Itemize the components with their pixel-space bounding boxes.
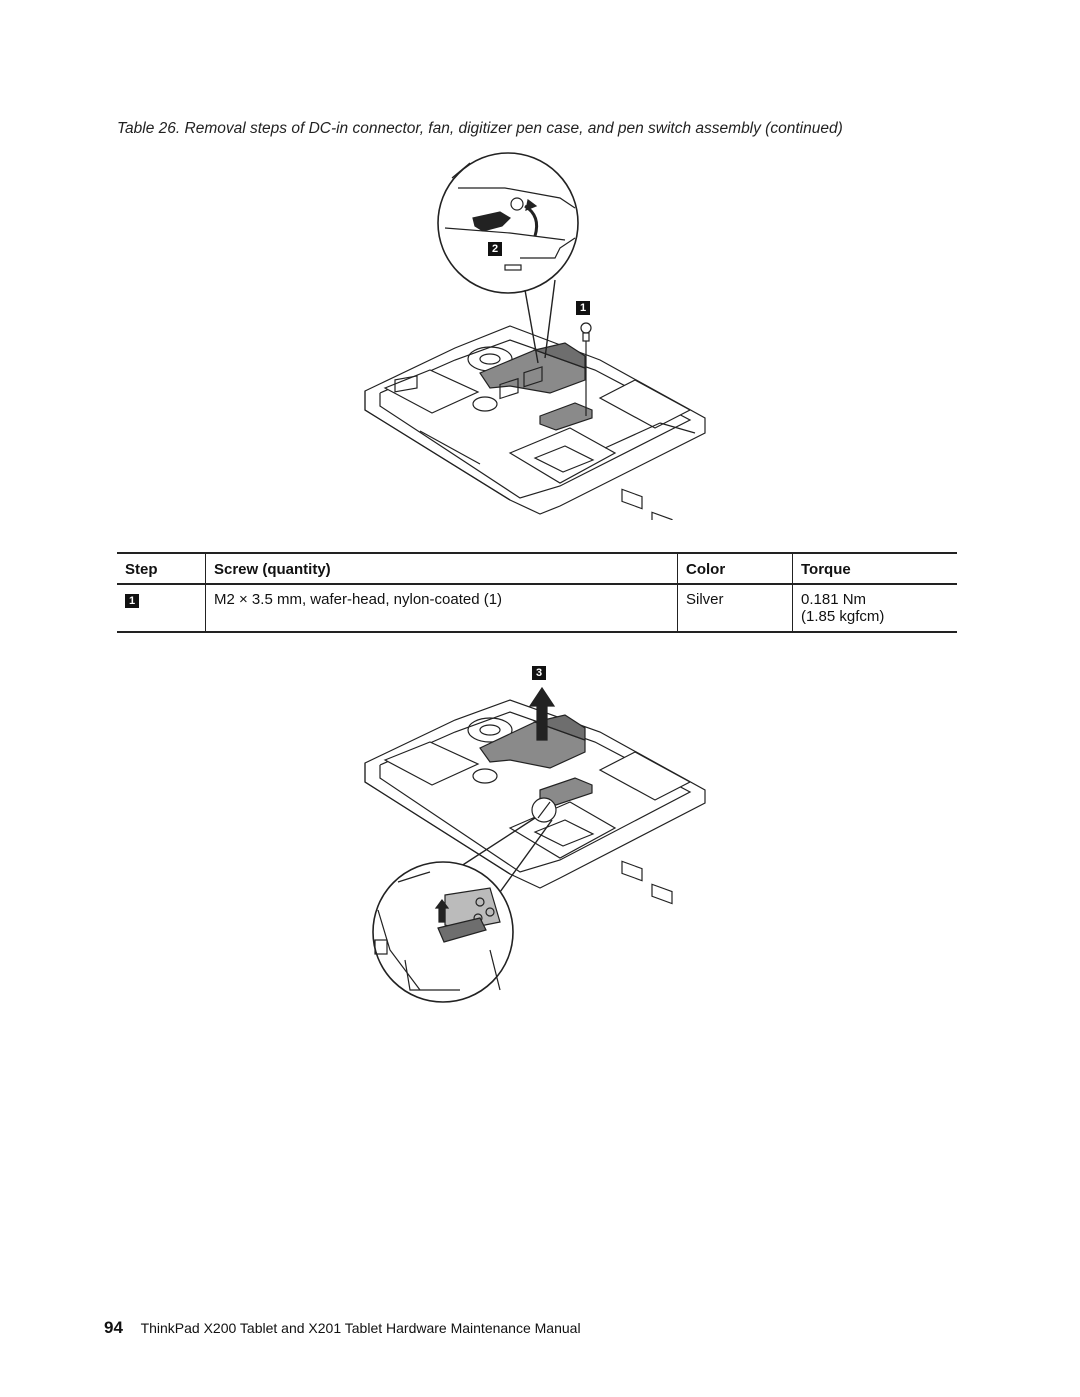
- base-cover-drawing-1: [364, 152, 706, 533]
- fan-screw-removal-illustration: 2 1: [360, 148, 720, 533]
- table-row: 1 M2 × 3.5 mm, wafer-head, nylon-coated …: [117, 584, 957, 633]
- manual-title: ThinkPad X200 Tablet and X201 Tablet Har…: [140, 1320, 581, 1336]
- screw-table: Step Screw (quantity) Color Torque 1 M2 …: [117, 552, 957, 633]
- table-caption: Table 26. Removal steps of DC-in connect…: [117, 120, 843, 137]
- header-step: Step: [117, 552, 206, 585]
- torque-nm: 0.181 Nm: [801, 591, 867, 608]
- callout-step-3: 3: [532, 666, 546, 680]
- fan-lift-illustration: 3: [360, 660, 720, 1005]
- step-callout: 1: [125, 594, 139, 608]
- page-number: 94: [104, 1318, 123, 1337]
- cell-color: Silver: [677, 584, 793, 633]
- header-screw-quantity: Screw (quantity): [205, 552, 678, 585]
- cell-step: 1: [117, 584, 206, 633]
- callout-step-1: 1: [576, 301, 590, 315]
- base-cover-drawing-2: [364, 686, 706, 1003]
- table-header-row: Step Screw (quantity) Color Torque: [117, 552, 957, 585]
- callout-step-2: 2: [488, 242, 502, 256]
- torque-kgfcm: (1.85 kgfcm): [801, 608, 885, 625]
- cell-torque: 0.181 Nm (1.85 kgfcm): [792, 584, 957, 633]
- header-torque: Torque: [792, 552, 957, 585]
- header-color: Color: [677, 552, 793, 585]
- page-footer: 94 ThinkPad X200 Tablet and X201 Tablet …: [104, 1318, 581, 1338]
- cell-screw: M2 × 3.5 mm, wafer-head, nylon-coated (1…: [205, 584, 678, 633]
